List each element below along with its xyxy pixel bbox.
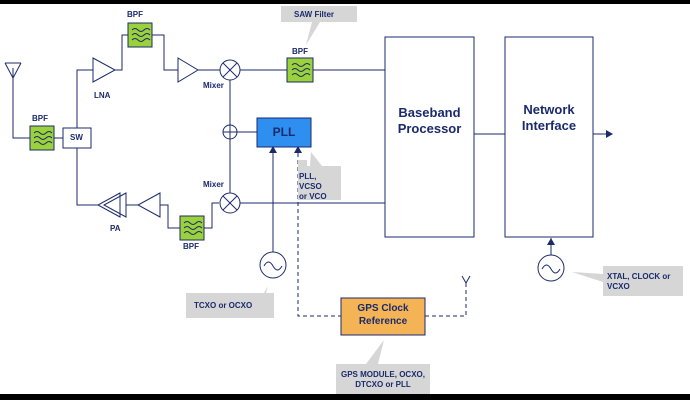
gps-clock-line-1: GPS Clock	[357, 303, 409, 314]
mixer-top-label: Mixer	[203, 81, 224, 90]
lna-amplifier-icon	[92, 57, 117, 83]
bpf-antenna	[29, 125, 55, 151]
bpf-bottom	[179, 215, 205, 241]
tcxo-callout	[186, 286, 274, 318]
gps-clock-label: GPS Clock Reference	[341, 302, 425, 328]
gps-note: GPS MODULE, OCXO, DTCXO or PLL	[336, 370, 430, 390]
pa-label: PA	[110, 224, 121, 233]
xtal-note: XTAL, CLOCK or VCXO	[607, 272, 683, 292]
bpf-top	[127, 22, 153, 48]
output-arrow	[606, 130, 613, 138]
pll-box	[256, 117, 312, 148]
wire-bpf-amp	[152, 34, 178, 71]
baseband-label: Baseband Processor	[385, 105, 474, 138]
mixer-bottom-icon	[219, 192, 241, 214]
pll-note: PLL, VCSO or VCO	[299, 172, 339, 202]
bpf-bottom-label: BPF	[183, 242, 199, 251]
gps-clock-box	[340, 297, 426, 336]
switch-box	[62, 127, 92, 149]
pll-note-line-2: or VCO	[299, 192, 327, 201]
pll-callout	[298, 160, 341, 200]
lna-label: LNA	[94, 91, 111, 100]
gps-dashed-wire	[297, 153, 341, 317]
wire-bpf-mixer	[204, 202, 219, 229]
xtal-note-line-2: VCXO	[607, 282, 630, 291]
pll-callout-tail	[310, 152, 322, 166]
mixer-top-icon	[219, 59, 241, 81]
baseband-label-line-1: Baseband	[398, 105, 461, 120]
saw-callout	[281, 6, 357, 45]
saw-filter-label: SAW Filter	[294, 10, 335, 19]
wire-sw-pa	[76, 148, 98, 206]
gps-antenna-wire	[425, 283, 467, 317]
wire-lna-bpf	[115, 34, 128, 71]
gps-antenna-icon	[461, 275, 471, 284]
gps-arrow	[294, 146, 302, 153]
baseband-label-line-2: Processor	[397, 121, 462, 137]
bpf-saw-label: BPF	[292, 47, 308, 56]
wire-antenna	[12, 108, 30, 139]
tcxo-arrow	[269, 146, 277, 153]
gps-note-line-1: GPS MODULE, OCXO,	[340, 370, 425, 379]
wire-sw-lna	[76, 69, 93, 128]
pll-label: PLL	[272, 125, 296, 139]
mixer-bottom-label: Mixer	[203, 180, 224, 189]
bpf-saw	[286, 57, 314, 83]
tcxo-oscillator-icon	[259, 251, 287, 279]
bpf-top-label: BPF	[127, 10, 143, 19]
network-block	[504, 36, 594, 238]
network-label-line-1: Network	[523, 102, 575, 117]
xtal-arrow	[547, 238, 555, 245]
network-label-line-2: Interface	[521, 118, 577, 134]
gps-clock-line-2: Reference	[358, 316, 408, 327]
wire-amp-bpf	[160, 204, 180, 229]
tcxo-note: TCXO or OCXO	[194, 301, 253, 310]
xtal-oscillator-icon	[537, 254, 565, 282]
xtal-note-line-1: XTAL, CLOCK or	[607, 272, 671, 281]
antenna-icon	[4, 62, 22, 108]
network-label: Network Interface	[505, 102, 593, 135]
xtal-callout	[572, 266, 683, 296]
tx-driver-amplifier-icon	[136, 192, 161, 218]
baseband-block	[384, 36, 475, 238]
bpf-antenna-label: BPF	[32, 114, 48, 123]
pll-note-line-1: PLL, VCSO	[299, 172, 322, 191]
gps-note-line-2: DTCXO or PLL	[355, 380, 411, 389]
gps-callout	[336, 340, 430, 394]
pa-amplifier-icon	[96, 192, 127, 218]
rx-amplifier-icon	[177, 57, 199, 83]
sw-label: SW	[70, 133, 83, 142]
splitter-icon	[222, 124, 238, 140]
